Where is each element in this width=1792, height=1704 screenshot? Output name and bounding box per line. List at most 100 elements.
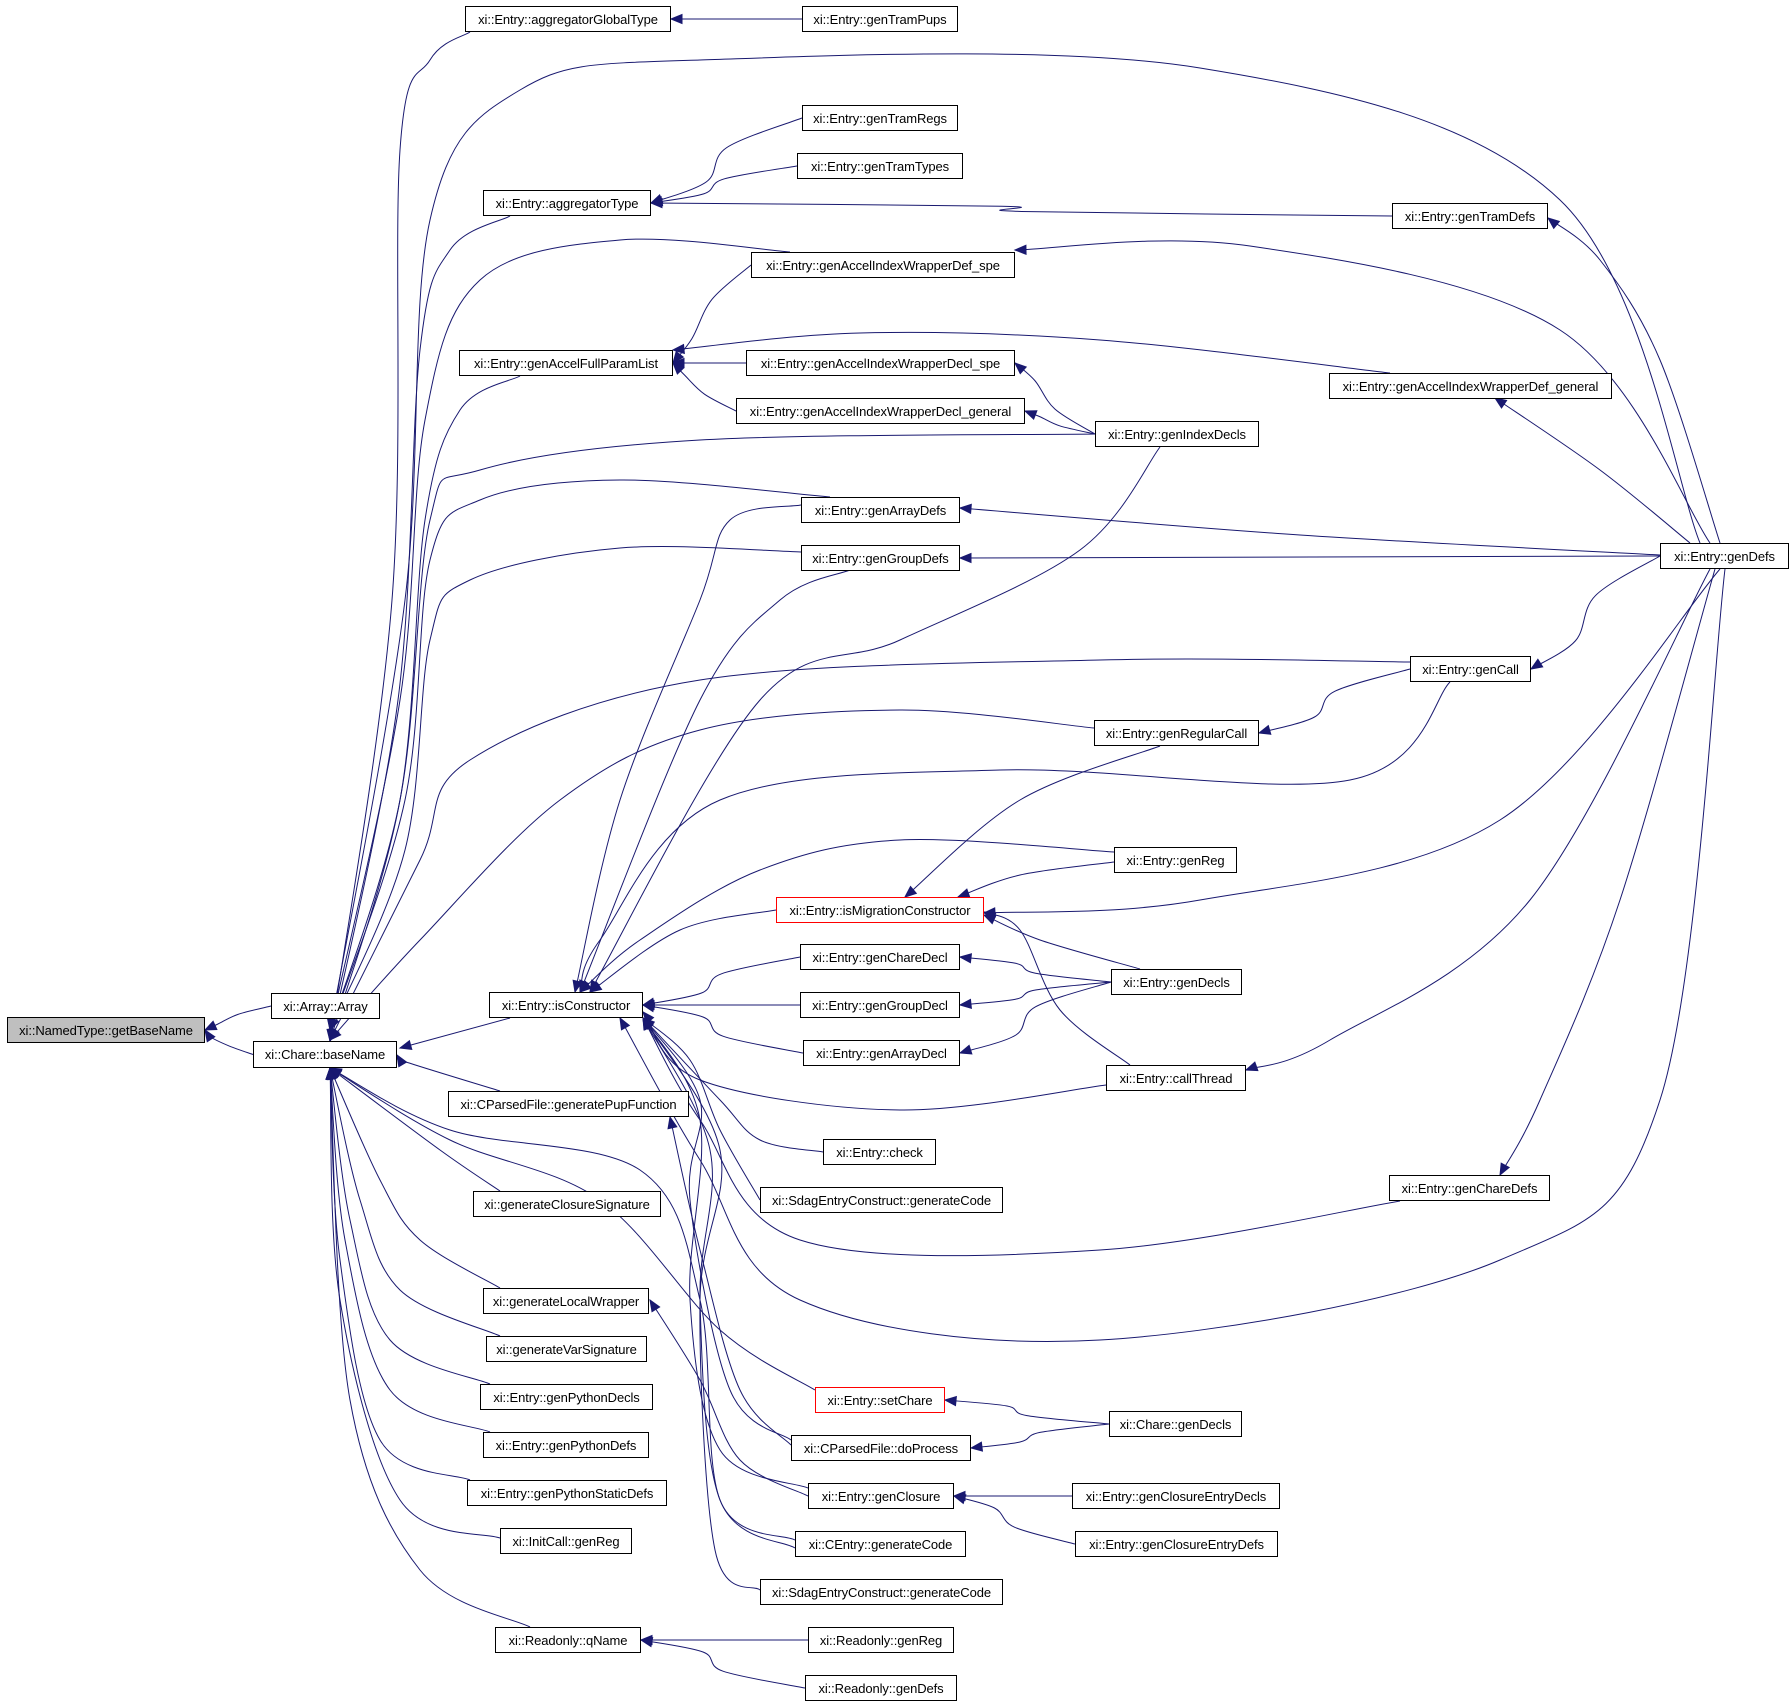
- edge-gen-closure-sig-to-chare-base-name: [329, 1067, 501, 1192]
- node-wrap-def-spe[interactable]: xi::Entry::genAccelIndexWrapperDef_spe: [751, 252, 1015, 278]
- node-label: xi::Entry::genTramTypes: [810, 158, 950, 174]
- node-gen-python-defs[interactable]: xi::Entry::genPythonDefs: [483, 1432, 649, 1458]
- node-gen-closure-entry-defs[interactable]: xi::Entry::genClosureEntryDefs: [1075, 1531, 1278, 1557]
- edge-gen-closure-entry-defs-to-gen-closure: [953, 1495, 1076, 1545]
- edge-gen-group-defs-to-chare-base-name: [329, 546, 802, 1031]
- node-label: xi::SdagEntryConstruct::generateCode: [772, 1192, 991, 1208]
- node-gen-chare-defs[interactable]: xi::Entry::genChareDefs: [1389, 1175, 1550, 1201]
- node-sdag-gen1[interactable]: xi::SdagEntryConstruct::generateCode: [760, 1187, 1003, 1213]
- node-wrap-def-gen[interactable]: xi::Entry::genAccelIndexWrapperDef_gener…: [1329, 373, 1612, 399]
- edge-gen-array-defs-to-is-ctor: [574, 504, 802, 993]
- node-gen-python-decls[interactable]: xi::Entry::genPythonDecls: [480, 1384, 653, 1410]
- node-gen-call[interactable]: xi::Entry::genCall: [1410, 656, 1531, 682]
- node-label: xi::generateVarSignature: [496, 1341, 637, 1357]
- node-gen-local-wrapper[interactable]: xi::generateLocalWrapper: [483, 1288, 649, 1314]
- node-chare-gen-decls[interactable]: xi::Chare::genDecls: [1109, 1411, 1242, 1437]
- edge-check-to-is-ctor: [642, 1017, 824, 1153]
- node-label: xi::Entry::genGroupDefs: [812, 550, 949, 566]
- node-centry-gen[interactable]: xi::CEntry::generateCode: [795, 1531, 966, 1557]
- arrowhead-icon: [958, 552, 972, 564]
- edge-gen-regular-call-to-chare-base-name: [329, 709, 1095, 1041]
- arrowhead-icon: [903, 885, 918, 898]
- node-is-mig-ctor[interactable]: xi::Entry::isMigrationConstructor: [776, 897, 984, 923]
- node-label: xi::Entry::aggregatorType: [495, 195, 639, 211]
- node-gen-tram-pups[interactable]: xi::Entry::genTramPups: [802, 6, 958, 32]
- node-full-param-list[interactable]: xi::Entry::genAccelFullParamList: [459, 350, 673, 376]
- node-gen-array-defs[interactable]: xi::Entry::genArrayDefs: [801, 497, 960, 523]
- edge-gen-defs-to-gen-chare-defs: [1499, 568, 1716, 1176]
- edge-gen-python-decls-to-chare-base-name: [329, 1067, 491, 1385]
- node-gen-var-sig[interactable]: xi::generateVarSignature: [486, 1336, 647, 1362]
- edge-gen-defs-to-gen-array-defs: [959, 507, 1661, 556]
- edge-is-mig-ctor-to-is-ctor: [589, 909, 777, 993]
- edge-gen-call-to-chare-base-name: [329, 658, 1411, 1041]
- node-sdag-gen2[interactable]: xi::SdagEntryConstruct::generateCode: [760, 1579, 1003, 1605]
- node-label: xi::Entry::genPythonStaticDefs: [480, 1485, 654, 1501]
- edge-gen-defs-to-is-mig-ctor: [983, 568, 1721, 914]
- node-wrap-decl-gen[interactable]: xi::Entry::genAccelIndexWrapperDecl_gene…: [736, 398, 1025, 424]
- node-label: xi::InitCall::genReg: [512, 1533, 620, 1549]
- node-call-thread[interactable]: xi::Entry::callThread: [1106, 1065, 1246, 1091]
- arrowhead-icon: [1493, 397, 1508, 409]
- node-label: xi::NamedType::getBaseName: [19, 1022, 193, 1038]
- node-is-ctor[interactable]: xi::Entry::isConstructor: [489, 992, 643, 1018]
- node-label: xi::Entry::aggregatorGlobalType: [478, 11, 658, 27]
- node-label: xi::generateClosureSignature: [484, 1196, 650, 1212]
- node-label: xi::Entry::genClosure: [821, 1488, 941, 1504]
- node-ro-gen-reg[interactable]: xi::Readonly::genReg: [808, 1627, 954, 1653]
- arrowhead-icon: [1244, 1061, 1259, 1072]
- edge-call-thread-to-is-ctor: [642, 1011, 1107, 1111]
- node-label: xi::Entry::genDecls: [1123, 974, 1230, 990]
- node-gen-defs[interactable]: xi::Entry::genDefs: [1660, 543, 1789, 569]
- node-chare-base-name[interactable]: xi::Chare::baseName: [253, 1041, 397, 1068]
- edge-gen-closure-to-gen-local-wrapper: [649, 1299, 809, 1497]
- arrowhead-icon: [943, 1395, 957, 1407]
- node-do-process[interactable]: xi::CParsedFile::doProcess: [791, 1435, 971, 1461]
- node-label: xi::Entry::genCall: [1422, 661, 1519, 677]
- node-gen-group-defs[interactable]: xi::Entry::genGroupDefs: [801, 545, 960, 571]
- edge-gen-pup-fn-to-chare-base-name: [391, 1054, 501, 1092]
- node-entry-gen-reg[interactable]: xi::Entry::genReg: [1114, 847, 1237, 873]
- edge-wrap-def-spe-to-full-param-list: [672, 264, 752, 364]
- node-array-array[interactable]: xi::Array::Array: [271, 993, 380, 1019]
- node-entry-gen-decls[interactable]: xi::Entry::genDecls: [1111, 969, 1242, 995]
- arrowhead-icon: [982, 911, 997, 922]
- node-gen-tram-defs[interactable]: xi::Entry::genTramDefs: [1392, 203, 1548, 229]
- node-label: xi::Readonly::genDefs: [818, 1680, 944, 1696]
- arrowhead-icon: [619, 1016, 631, 1031]
- edge-gen-regular-call-to-is-mig-ctor: [904, 745, 1161, 898]
- node-agg-type[interactable]: xi::Entry::aggregatorType: [483, 190, 651, 216]
- edge-gen-tram-types-to-agg-type: [650, 165, 798, 204]
- node-gen-chare-decl[interactable]: xi::Entry::genChareDecl: [800, 944, 960, 970]
- node-label: xi::CParsedFile::doProcess: [803, 1440, 959, 1456]
- node-gen-pup-fn[interactable]: xi::CParsedFile::generatePupFunction: [448, 1091, 689, 1117]
- node-gen-regular-call[interactable]: xi::Entry::genRegularCall: [1094, 720, 1259, 746]
- edge-gen-defs-to-gen-tram-defs: [1547, 217, 1721, 544]
- node-gen-array-decl[interactable]: xi::Entry::genArrayDecl: [803, 1040, 960, 1066]
- node-gen-closure[interactable]: xi::Entry::genClosure: [808, 1483, 954, 1509]
- edge-gen-tram-regs-to-agg-type: [650, 117, 803, 204]
- edge-wrap-def-spe-to-chare-base-name: [329, 238, 791, 1031]
- node-gen-closure-entry-decls[interactable]: xi::Entry::genClosureEntryDecls: [1072, 1483, 1280, 1509]
- node-gen-python-static-defs[interactable]: xi::Entry::genPythonStaticDefs: [467, 1480, 667, 1506]
- node-init-call-gen-reg[interactable]: xi::InitCall::genReg: [500, 1528, 632, 1554]
- arrowhead-icon: [639, 1637, 654, 1648]
- edge-entry-gen-decls-to-gen-array-decl: [959, 981, 1112, 1054]
- node-q-name[interactable]: xi::Readonly::qName: [495, 1627, 641, 1653]
- node-gen-closure-sig[interactable]: xi::generateClosureSignature: [473, 1191, 661, 1217]
- edge-gen-defs-to-is-ctor: [619, 568, 1726, 1342]
- node-gen-tram-regs[interactable]: xi::Entry::genTramRegs: [802, 105, 958, 131]
- node-agg-global-type[interactable]: xi::Entry::aggregatorGlobalType: [465, 6, 671, 32]
- edge-gen-index-decls-to-is-ctor: [589, 446, 1161, 993]
- edge-gen-python-defs-to-chare-base-name: [329, 1067, 491, 1433]
- node-gen-tram-types[interactable]: xi::Entry::genTramTypes: [797, 153, 963, 179]
- node-check[interactable]: xi::Entry::check: [823, 1139, 936, 1165]
- node-gen-index-decls[interactable]: xi::Entry::genIndexDecls: [1095, 421, 1259, 447]
- edge-chare-gen-decls-to-do-process: [970, 1423, 1110, 1449]
- edge-gen-python-static-defs-to-chare-base-name: [329, 1067, 471, 1481]
- node-set-chare[interactable]: xi::Entry::setChare: [815, 1387, 945, 1413]
- node-ro-gen-defs[interactable]: xi::Readonly::genDefs: [805, 1675, 957, 1701]
- node-wrap-decl-spe[interactable]: xi::Entry::genAccelIndexWrapperDecl_spe: [746, 350, 1015, 376]
- node-gen-group-decl[interactable]: xi::Entry::genGroupDecl: [800, 992, 960, 1018]
